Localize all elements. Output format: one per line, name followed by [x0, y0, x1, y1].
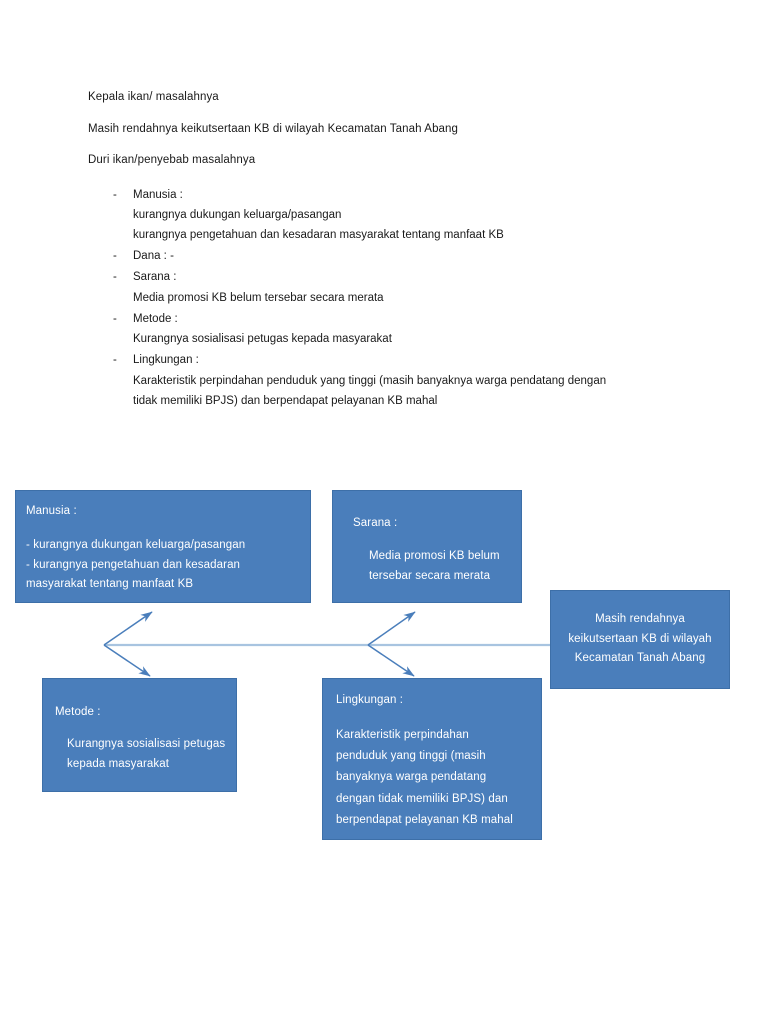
cause-list: - Manusia : kurangnya dukungan keluarga/…	[88, 185, 688, 412]
cause-label-sarana: - Sarana :	[88, 267, 688, 287]
list-dash-icon: -	[113, 250, 117, 263]
cause-label-lingkungan: - Lingkungan :	[88, 350, 688, 370]
cause-label-dana: - Dana : -	[88, 246, 688, 266]
document-text-block: Kepala ikan/ masalahnya Masih rendahnya …	[88, 90, 688, 412]
cause-label-manusia: - Manusia :	[88, 185, 688, 205]
bone-box-metode[interactable]: Metode : Kurangnya sosialisasi petugas k…	[42, 678, 237, 792]
cause-label-text: Sarana :	[133, 271, 177, 284]
fishbone-head-text: Masih rendahnya keikutsertaan KB di wila…	[568, 612, 712, 665]
bone-body-lingkungan: Karakteristik perpindahan penduduk yang …	[336, 728, 513, 826]
cause-label-text: Metode :	[133, 312, 178, 325]
bone-box-manusia[interactable]: Manusia : - kurangnya dukungan keluarga/…	[15, 490, 311, 603]
bone-body-manusia: - kurangnya dukungan keluarga/pasangan -…	[26, 538, 246, 591]
cause-label-text: Dana : -	[133, 250, 174, 263]
list-dash-icon: -	[113, 312, 117, 325]
bone-box-lingkungan[interactable]: Lingkungan : Karakteristik perpindahan p…	[322, 678, 542, 840]
bone-arrow-lingkungan	[367, 644, 415, 677]
bone-arrow-sarana	[367, 611, 416, 646]
heading-duri-ikan: Duri ikan/penyebab masalahnya	[88, 154, 256, 167]
list-dash-icon: -	[113, 188, 117, 201]
cause-details-manusia: kurangnya dukungan keluarga/pasangan kur…	[133, 208, 504, 242]
list-item: - Metode : Kurangnya sosialisasi petugas…	[88, 309, 688, 349]
bone-title-sarana: Sarana :	[353, 517, 398, 529]
bone-body-metode: Kurangnya sosialisasi petugas kepada mas…	[67, 737, 226, 770]
list-dash-icon: -	[113, 354, 117, 367]
problem-statement: Masih rendahnya keikutsertaan KB di wila…	[88, 122, 459, 135]
bone-title-lingkungan: Lingkungan :	[336, 694, 404, 706]
heading-kepala-ikan: Kepala ikan/ masalahnya	[88, 91, 219, 103]
cause-details-lingkungan: Karakteristik perpindahan penduduk yang …	[133, 374, 607, 407]
bone-arrow-metode	[103, 644, 151, 677]
list-item: - Lingkungan : Karakteristik perpindahan…	[88, 350, 688, 411]
bone-title-metode: Metode :	[55, 706, 101, 718]
list-item: - Sarana : Media promosi KB belum terseb…	[88, 267, 688, 307]
list-dash-icon: -	[113, 271, 117, 284]
fishbone-head-box[interactable]: Masih rendahnya keikutsertaan KB di wila…	[550, 590, 730, 689]
cause-label-metode: - Metode :	[88, 309, 688, 329]
cause-details-sarana: Media promosi KB belum tersebar secara m…	[133, 291, 384, 304]
list-item: - Dana : -	[88, 246, 688, 266]
bone-title-manusia: Manusia :	[26, 505, 77, 517]
list-item: - Manusia : kurangnya dukungan keluarga/…	[88, 185, 688, 246]
bone-box-sarana[interactable]: Sarana : Media promosi KB belum tersebar…	[332, 490, 522, 603]
cause-label-text: Lingkungan :	[133, 354, 199, 367]
bone-arrow-manusia	[103, 611, 153, 646]
cause-details-metode: Kurangnya sosialisasi petugas kepada mas…	[133, 333, 392, 346]
bone-body-sarana: Media promosi KB belum tersebar secara m…	[369, 549, 500, 582]
cause-label-text: Manusia :	[133, 188, 183, 201]
